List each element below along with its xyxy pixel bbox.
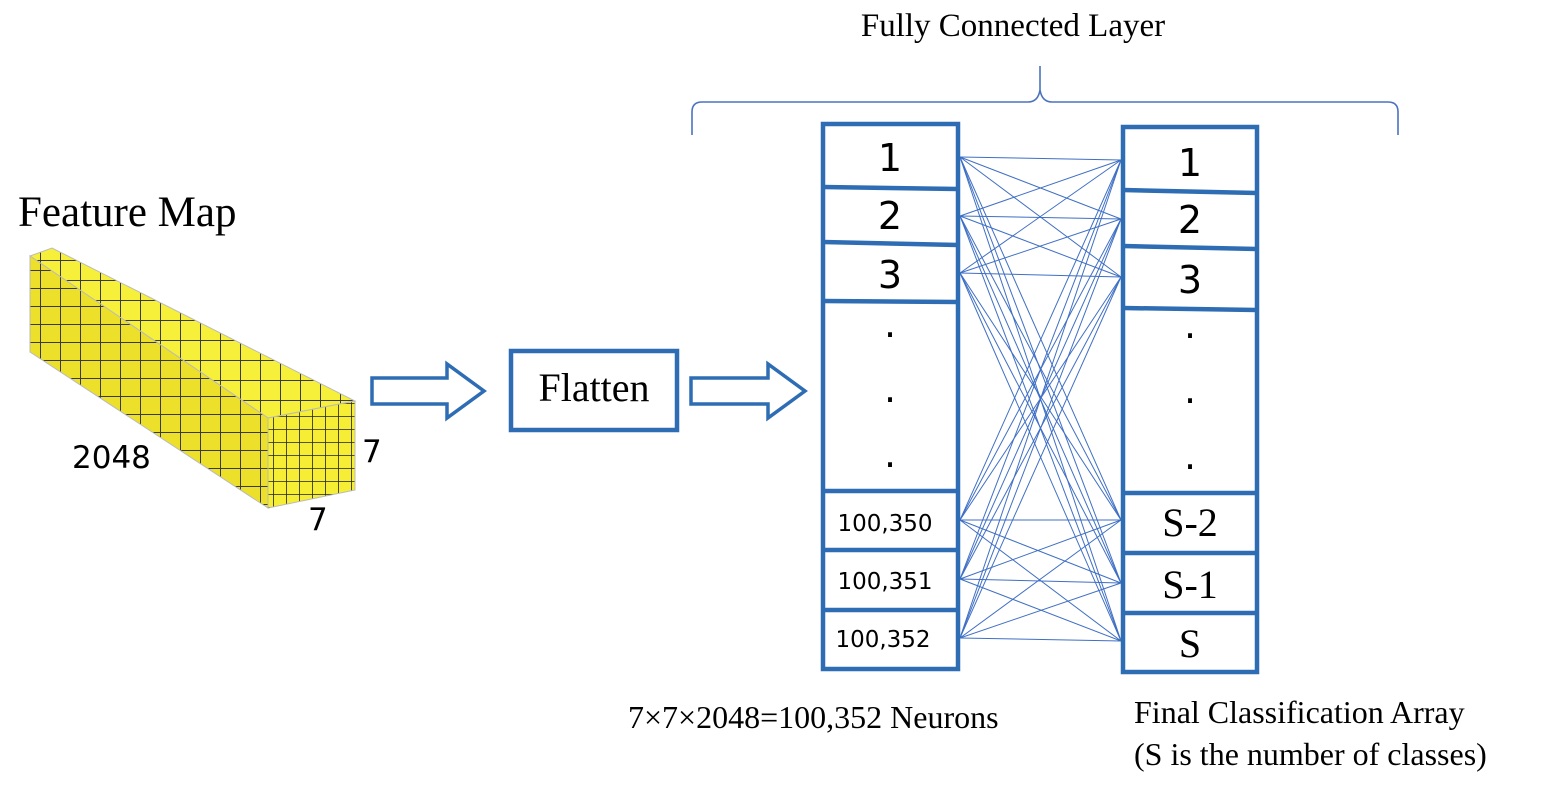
connection-line [959, 156, 1122, 521]
connection-line [959, 159, 1122, 639]
flatten-label: Flatten [538, 365, 649, 410]
neuron-connections [959, 156, 1122, 642]
left-neuron-100351: 100,351 [837, 569, 932, 595]
connection-line [959, 637, 1122, 642]
right-layer-caption-line2: (S is the number of classes) [1134, 736, 1487, 772]
connection-line [959, 276, 1122, 639]
right-neuron-s-2: S-2 [1162, 500, 1218, 545]
connection-line [959, 218, 1122, 639]
fc-layer-brace [691, 66, 1399, 135]
connection-line [959, 218, 1122, 274]
connection-line [959, 578, 1122, 584]
connection-line [959, 159, 1122, 580]
left-neuron-1: 1 [878, 136, 902, 180]
right-layer: 1 2 3 . . . S-2 S-1 S [1120, 124, 1260, 675]
left-neuron-100350: 100,350 [837, 511, 932, 537]
right-neuron-s-1: S-1 [1162, 562, 1218, 607]
right-ellipsis-2: . [1184, 368, 1196, 412]
left-ellipsis-3: . [884, 432, 896, 476]
feature-map-title: Feature Map [18, 189, 237, 236]
arrow-to-flatten-icon [370, 360, 487, 422]
left-ellipsis-2: . [884, 367, 896, 411]
feature-map-cube [28, 247, 357, 509]
arrow-to-fc-icon [689, 360, 808, 422]
connection-line [959, 519, 1122, 580]
connection-line [959, 159, 1122, 521]
connection-line [959, 519, 1122, 639]
connection-line [959, 272, 1122, 521]
feature-map-depth-label: 2048 [72, 440, 151, 476]
left-layer-caption: 7×7×2048=100,352 Neurons [628, 699, 999, 735]
connection-line [959, 582, 1122, 639]
right-layer-frame [1120, 124, 1260, 675]
left-neuron-100352: 100,352 [835, 627, 930, 653]
left-neuron-3: 3 [878, 253, 902, 297]
right-neuron-s: S [1179, 621, 1201, 666]
right-neuron-3: 3 [1178, 258, 1202, 302]
right-ellipsis-3: . [1184, 434, 1196, 478]
connection-line [959, 215, 1122, 220]
right-neuron-1: 1 [1178, 141, 1202, 185]
connection-line [959, 272, 1122, 278]
left-ellipsis-1: . [884, 302, 896, 346]
connection-line [959, 519, 1122, 584]
left-layer-frame [820, 121, 961, 672]
flatten-box [508, 348, 680, 433]
right-layer-caption-line1: Final Classification Array [1134, 694, 1465, 730]
feature-map-height-label: 7 [362, 434, 382, 470]
fc-layer-label: Fully Connected Layer [861, 8, 1165, 44]
right-ellipsis-1: . [1184, 303, 1196, 347]
connection-line [959, 159, 1122, 217]
connection-line [959, 156, 1122, 161]
left-layer: 1 2 3 . . . 100,350 100,351 100,352 [820, 121, 961, 672]
connection-line [959, 159, 1122, 274]
feature-map-width-label: 7 [308, 502, 328, 538]
connection-line [959, 215, 1122, 521]
right-neuron-2: 2 [1178, 198, 1202, 242]
left-neuron-2: 2 [878, 194, 902, 238]
